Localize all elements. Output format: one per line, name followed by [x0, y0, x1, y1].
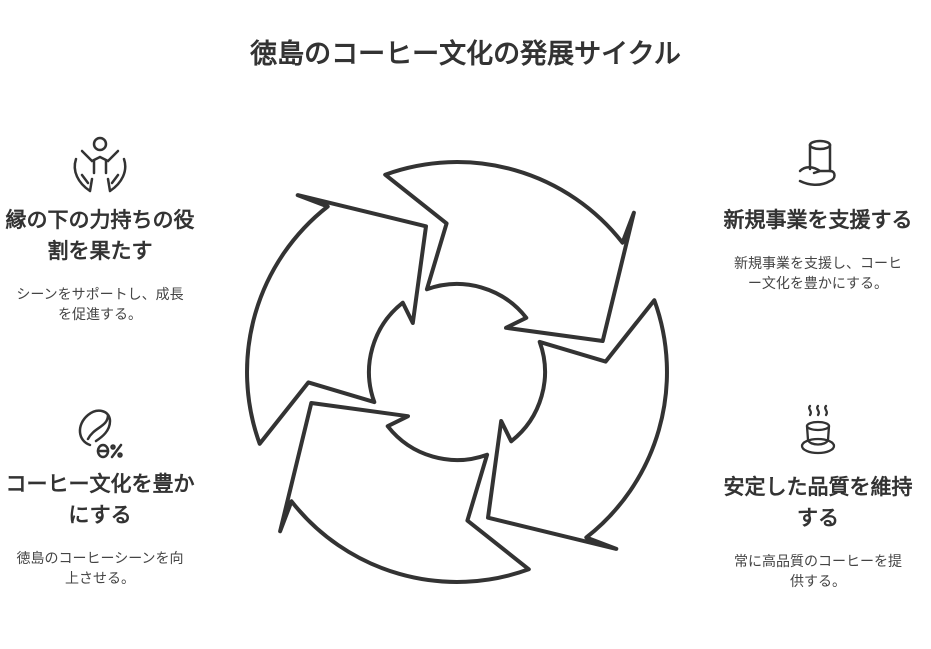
arrow-bottom-left	[278, 401, 531, 584]
item-description: 新規事業を支援し、コーヒー文化を豊かにする。	[734, 256, 902, 292]
arrow-bottom-right	[486, 298, 669, 551]
arrow-top-left	[245, 193, 428, 446]
item-description: 徳島のコーヒーシーンを向上させる。	[16, 551, 184, 587]
item-support-role: 縁の下の力持ちの役割を果たす シーンをサポートし、成長を促進する。	[0, 135, 200, 325]
hot-coffee-cup-icon	[800, 404, 836, 455]
item-description: 常に高品質のコーヒーを提供する。	[734, 554, 902, 590]
item-description: シーンをサポートし、成長を促進する。	[16, 287, 184, 323]
item-heading: 新規事業を支援する	[723, 208, 913, 232]
coffee-bean-percent-icon	[78, 409, 123, 459]
item-heading: 安定した品質を維持する	[723, 475, 913, 530]
hand-cup-icon	[798, 139, 836, 186]
item-new-business: 新規事業を支援する 新規事業を支援し、コーヒー文化を豊かにする。	[718, 135, 918, 294]
person-hands-icon	[73, 136, 127, 193]
item-enrich-culture: コーヒー文化を豊かにする 徳島のコーヒーシーンを向上させる。	[0, 405, 200, 589]
item-heading: コーヒー文化を豊かにする	[5, 472, 195, 527]
page-title: 徳島のコーヒー文化の発展サイクル	[250, 39, 681, 70]
arrow-top-right	[383, 160, 636, 343]
item-stable-quality: 安定した品質を維持する 常に高品質のコーヒーを提供する。	[718, 402, 918, 592]
item-heading: 縁の下の力持ちの役割を果たす	[5, 208, 195, 263]
